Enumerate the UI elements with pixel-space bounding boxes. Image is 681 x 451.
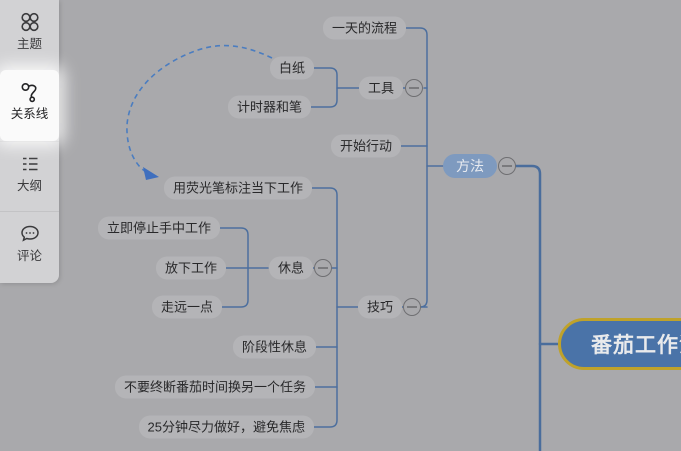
node-stop-work-now[interactable]: 立即停止手中工作	[97, 216, 220, 240]
node-no-task-switch[interactable]: 不要终断番茄时间换另一个任务	[114, 375, 315, 399]
relation-line-icon	[20, 82, 37, 103]
sidebar-item-relation-line[interactable]: 关系线	[0, 70, 59, 141]
sidebar-item-label: 关系线	[10, 107, 49, 121]
sidebar-item-topics[interactable]: 主题	[0, 0, 59, 70]
sidebar-item-outline[interactable]: 大纲	[0, 141, 59, 211]
sidebar-item-label: 大纲	[16, 179, 42, 193]
collapse-button-method[interactable]	[498, 157, 516, 175]
node-highlight-current-task[interactable]: 用荧光笔标注当下工作	[163, 176, 312, 200]
comment-bubble-icon	[20, 225, 39, 242]
node-root-pomodoro[interactable]: 番茄工作法	[558, 318, 681, 370]
collapse-button-technique[interactable]	[403, 298, 421, 316]
relation-line[interactable]	[126, 44, 273, 180]
node-rest[interactable]: 休息	[268, 256, 313, 280]
node-walk-away[interactable]: 走远一点	[151, 295, 222, 319]
node-day-flow[interactable]: 一天的流程	[322, 16, 406, 40]
node-tools[interactable]: 工具	[358, 76, 403, 100]
relation-arrowhead-icon	[143, 167, 159, 180]
sidebar-item-label: 评论	[16, 249, 42, 263]
node-start-action[interactable]: 开始行动	[330, 134, 401, 158]
node-technique[interactable]: 技巧	[357, 295, 402, 319]
node-staged-rest[interactable]: 阶段性休息	[232, 335, 316, 359]
collapse-button-rest[interactable]	[314, 259, 332, 277]
toolbar-panel: 主题 关系线 大纲 评论	[0, 0, 59, 283]
node-blank-paper[interactable]: 白纸	[269, 56, 314, 80]
outline-list-icon	[22, 157, 37, 171]
node-25min-focus[interactable]: 25分钟尽力做好，避免焦虑	[138, 415, 314, 439]
sidebar-item-label: 主题	[16, 37, 42, 51]
node-timer-and-pen[interactable]: 计时器和笔	[227, 95, 311, 119]
node-method[interactable]: 方法	[443, 154, 497, 178]
sidebar-item-comment[interactable]: 评论	[0, 211, 59, 281]
topics-grid-icon	[20, 12, 39, 32]
collapse-button-tools[interactable]	[405, 79, 423, 97]
node-put-down-work[interactable]: 放下工作	[155, 256, 226, 280]
